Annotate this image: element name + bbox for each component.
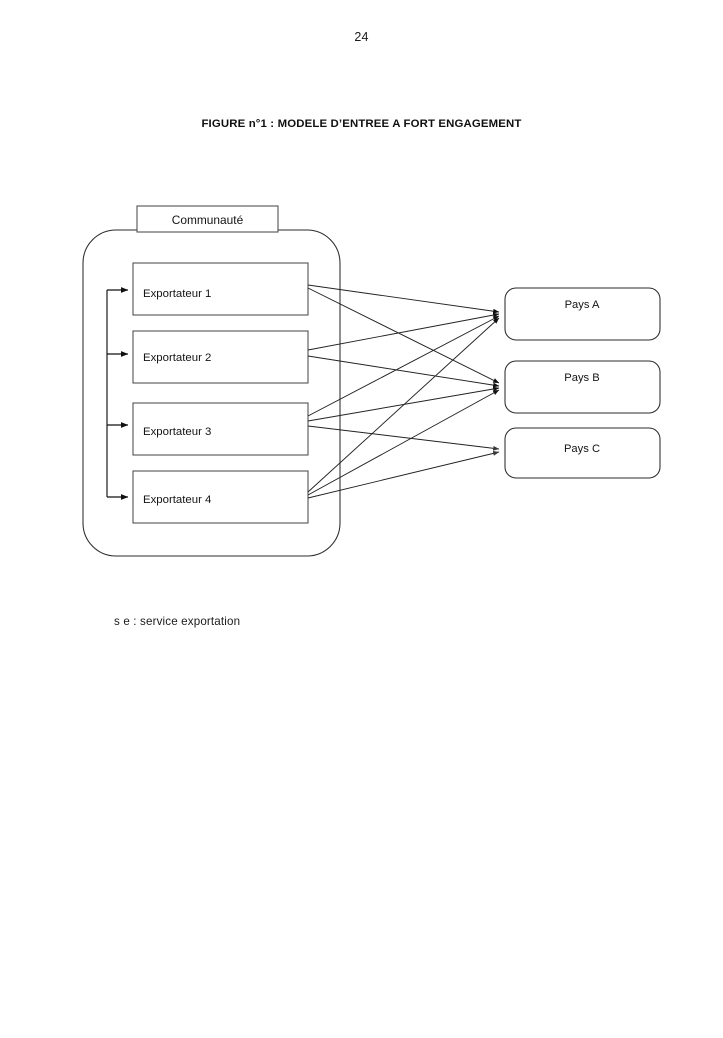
link-e1-paysa: [307, 284, 500, 314]
link-e4-paysc: [307, 450, 500, 499]
country-box-c[interactable]: [504, 427, 661, 479]
country-label-a: Pays A: [565, 299, 600, 311]
community-header-box: [136, 205, 279, 233]
exporter-box-3[interactable]: [132, 402, 309, 456]
link-e3-paysa: [307, 315, 500, 417]
country-label-b: Pays B: [564, 372, 599, 384]
exporter-label-2: Exportateur 2: [143, 352, 211, 364]
exporter-label-3: Exportateur 3: [143, 426, 211, 438]
exporter-label-4: Exportateur 4: [143, 494, 211, 506]
exporter-label-1: Exportateur 1: [143, 288, 211, 300]
link-e4-paysb: [307, 389, 500, 496]
link-e4-paysa: [307, 317, 500, 493]
exporter-box-2[interactable]: [132, 330, 309, 384]
link-e3-paysc: [307, 425, 500, 451]
link-e1-paysb: [307, 287, 500, 384]
exporter-box-1[interactable]: [132, 262, 309, 316]
figure-note: s e : service exportation: [114, 615, 241, 628]
country-box-b[interactable]: [504, 360, 661, 414]
country-label-c: Pays C: [564, 443, 600, 455]
link-e2-paysa: [307, 312, 500, 351]
link-e2-paysb: [307, 355, 500, 388]
figure-title: FIGURE n°1 : MODELE D’ENTREE A FORT ENGA…: [201, 118, 522, 130]
community-label: Communauté: [172, 213, 244, 227]
exporter-box-4[interactable]: [132, 470, 309, 524]
page-number: 24: [354, 30, 369, 44]
country-box-a[interactable]: [504, 287, 661, 341]
